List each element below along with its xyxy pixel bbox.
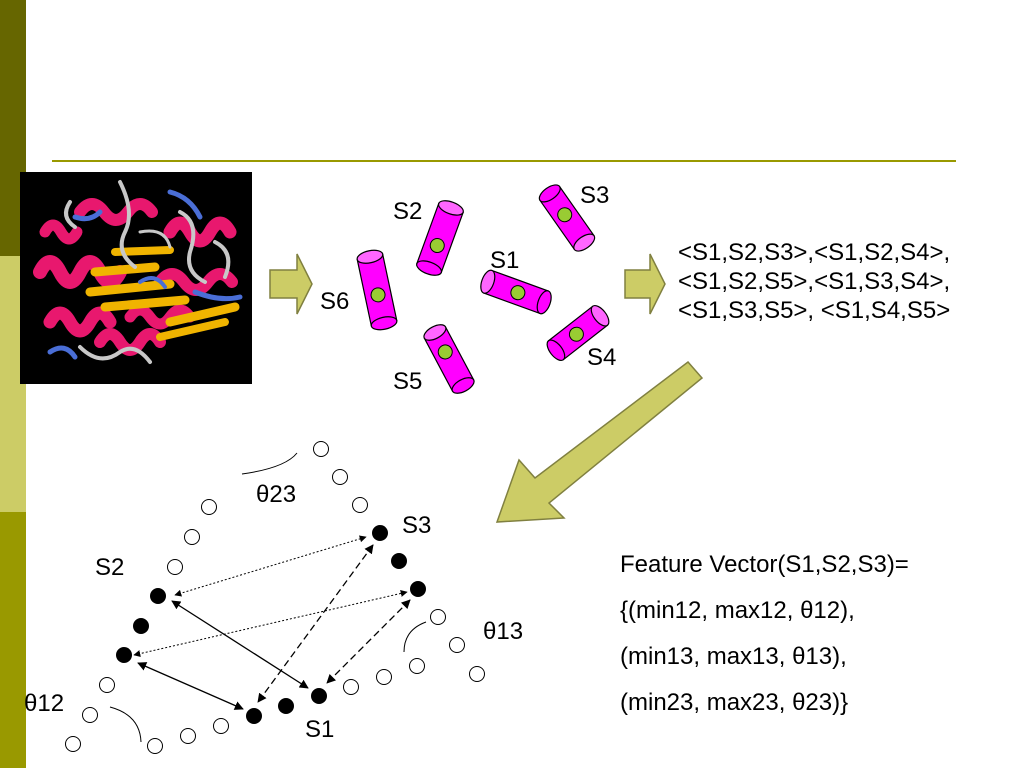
- triplet-line: <S1,S2,S3>,<S1,S2,S4>,: [678, 239, 951, 266]
- sse-label-s4: S4: [587, 344, 617, 371]
- lower-label-s3: S3: [402, 512, 432, 539]
- sse-cylinder-s4: [546, 305, 610, 361]
- sse-cylinder-s5: [423, 324, 475, 394]
- sse-cylinder-s2: [416, 200, 464, 276]
- lower-label-s2: S2: [95, 554, 125, 581]
- down-left-arrow: [495, 360, 704, 523]
- title-divider: [52, 160, 956, 162]
- sse-label-s5: S5: [393, 368, 423, 395]
- protein-ribbon-image: [20, 172, 252, 384]
- angle-label-12: θ12: [24, 690, 65, 717]
- distance-lines: [133, 535, 411, 710]
- angle-arc-12: [109, 706, 142, 743]
- angle-arc-13: [403, 621, 427, 653]
- angle-label-13: θ13: [483, 618, 524, 645]
- residue-dots: [116, 525, 426, 724]
- sse-cylinder-s1: [480, 269, 552, 315]
- angle-arc-23: [241, 452, 298, 475]
- lower-label-s1: S1: [305, 716, 335, 743]
- angle-label-23: θ23: [256, 481, 297, 508]
- triplet-line: <S1,S3,S5>, <S1,S4,S5>: [678, 297, 951, 324]
- right-arrow-1: [269, 253, 313, 315]
- sse-cylinder-s6: [356, 249, 398, 331]
- feature-line: (min13, max13, θ13),: [620, 643, 847, 670]
- feature-line: {(min12, max12, θ12),: [620, 597, 855, 624]
- sse-cylinder-s3: [538, 184, 596, 252]
- triplet-list: <S1,S2,S3>,<S1,S2,S4>, <S1,S2,S5>,<S1,S3…: [678, 238, 950, 325]
- sse-label-s1: S1: [490, 247, 520, 274]
- sidebar-segment-bottom: [0, 512, 26, 768]
- feature-vector-text: Feature Vector(S1,S2,S3)= {(min12, max12…: [620, 542, 909, 726]
- feature-line: Feature Vector(S1,S2,S3)=: [620, 551, 909, 578]
- sse-label-s6: S6: [320, 288, 350, 315]
- triplet-line: <S1,S2,S5>,<S1,S3,S4>,: [678, 268, 951, 295]
- sse-label-s2: S2: [393, 198, 423, 225]
- feature-line: (min23, max23, θ23)}: [620, 689, 849, 716]
- sse-label-s3: S3: [580, 182, 610, 209]
- right-arrow-2: [624, 253, 666, 315]
